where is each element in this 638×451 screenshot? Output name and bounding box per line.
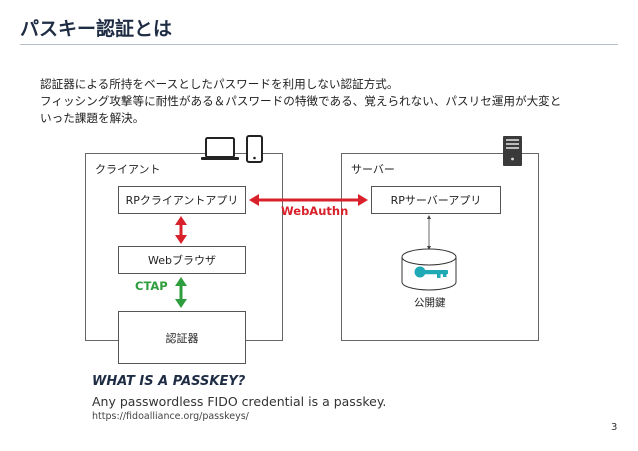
page-number: 3 <box>611 422 618 433</box>
web-browser-box: Webブラウザ <box>118 246 246 274</box>
authenticator-box: 認証器 <box>118 311 246 364</box>
webauthn-label: WebAuthn <box>281 204 349 218</box>
browser-app-arrow <box>175 216 187 244</box>
key-icon <box>414 266 448 278</box>
laptop-icon <box>201 137 239 160</box>
phone-icon <box>246 135 263 163</box>
intro-line-1: 認証器による所持をベースとしたパスワードを利用しない認証方式。 <box>40 77 399 91</box>
key-database-icon <box>401 248 457 291</box>
public-key-label: 公開鍵 <box>414 297 446 309</box>
ctap-arrow <box>175 277 187 308</box>
rp-client-app-box: RPクライアントアプリ <box>118 186 246 214</box>
page-title: パスキー認証とは <box>20 18 173 40</box>
title-divider <box>20 44 618 45</box>
rp-server-app-box: RPサーバーアプリ <box>371 186 501 214</box>
ctap-label: CTAP <box>135 279 168 293</box>
passkey-heading: WHAT IS A PASSKEY? <box>92 374 246 389</box>
web-browser-label: Webブラウザ <box>148 254 216 267</box>
server-key-connector <box>427 215 431 250</box>
server-panel-label: サーバー <box>351 163 395 176</box>
intro-line-2: フィッシング攻撃等に耐性がある＆パスワードの特徴である、覚えられない、パスリセ運… <box>40 94 562 108</box>
client-panel-label: クライアント <box>95 163 161 176</box>
passkey-source-link[interactable]: https://fidoalliance.org/passkeys/ <box>92 411 249 422</box>
server-icon <box>503 136 522 166</box>
rp-client-app-label: RPクライアントアプリ <box>125 194 239 207</box>
authenticator-label: 認証器 <box>165 331 199 345</box>
rp-server-app-label: RPサーバーアプリ <box>390 194 482 207</box>
webauthn-arrow <box>249 194 368 206</box>
passkey-description: Any passwordless FIDO credential is a pa… <box>92 394 387 409</box>
intro-line-3: いった課題を解決。 <box>40 111 145 125</box>
server-panel <box>341 153 539 341</box>
